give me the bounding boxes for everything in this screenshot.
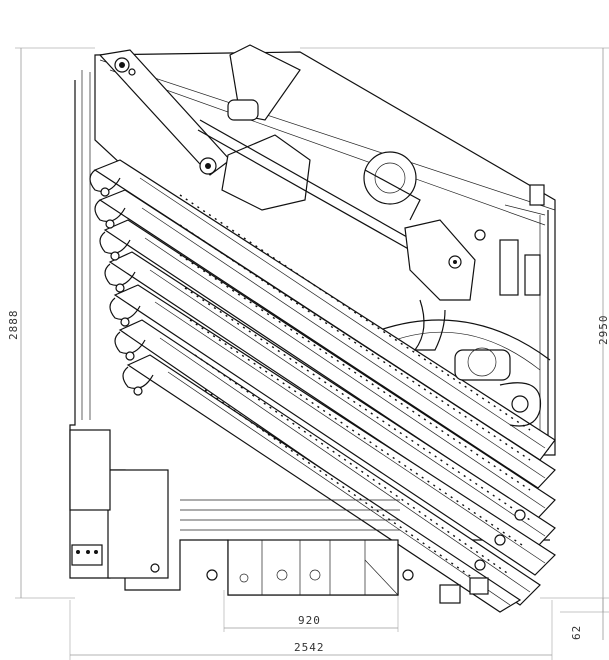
dim-offset-bottom: 62 [570, 625, 583, 640]
winch-drum [363, 151, 421, 221]
boom-sections [93, 159, 556, 613]
boom-heads [89, 169, 154, 396]
hook-block [404, 219, 542, 427]
dim-total-width: 2542 [294, 641, 325, 654]
dim-base-width: 920 [298, 614, 321, 627]
upper-arm [98, 44, 431, 261]
right-fittings [499, 184, 546, 296]
base-support [69, 429, 414, 596]
dim-total-height-left: 2888 [7, 310, 20, 341]
dim-total-height-right: 2950 [597, 315, 609, 346]
dimension-lines [15, 47, 609, 660]
boom-tip-fittings [439, 509, 526, 604]
